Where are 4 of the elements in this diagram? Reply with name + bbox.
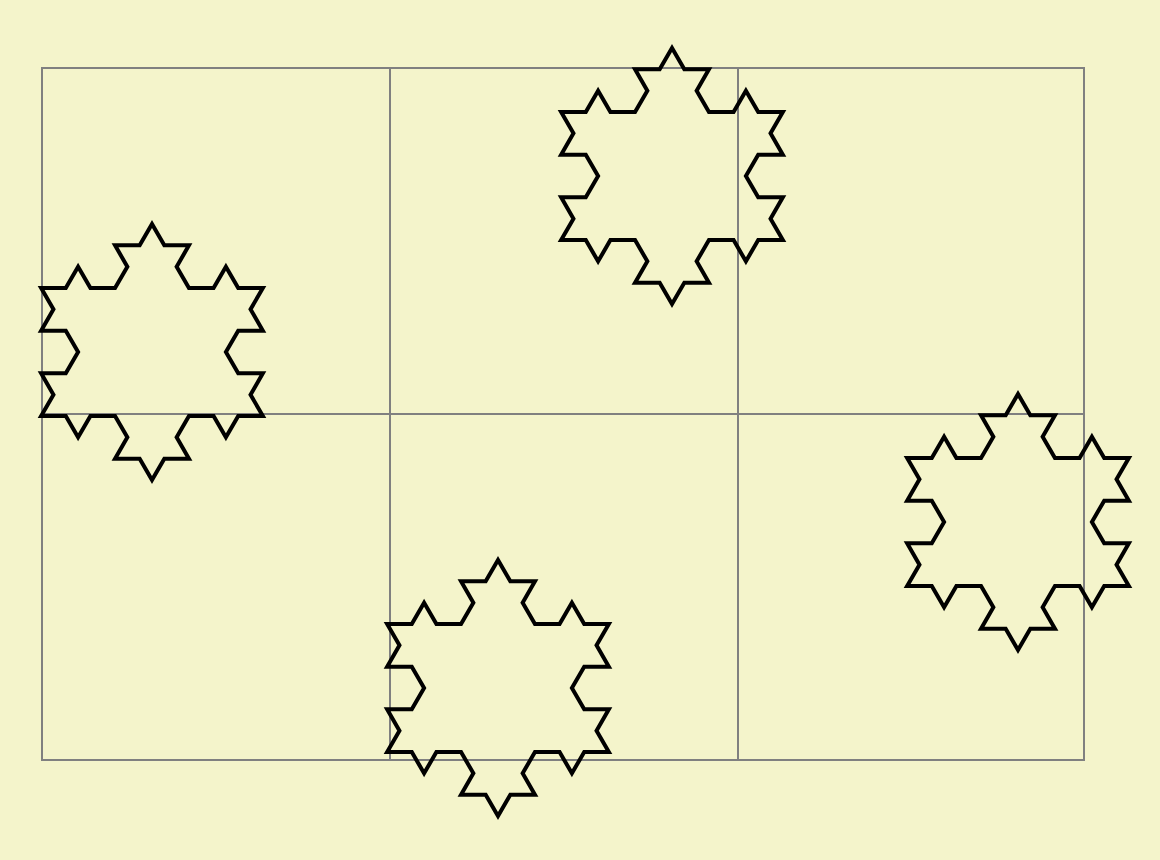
snowflake-shape [903,390,1133,654]
snowflake-shape [557,44,787,308]
snowflake-shape [383,556,613,820]
snowflake-shape [37,220,267,484]
